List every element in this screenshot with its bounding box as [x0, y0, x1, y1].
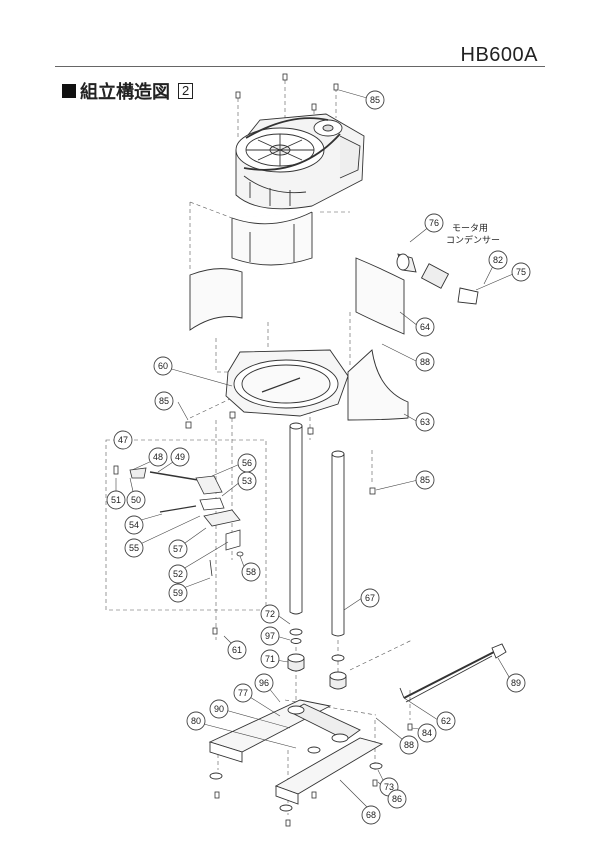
svg-text:85: 85 [159, 396, 169, 406]
callout-53: 53 [237, 471, 257, 491]
callout-85-left: 85 [154, 391, 174, 411]
svg-text:59: 59 [173, 588, 183, 598]
model-number: HB600A [460, 44, 538, 66]
base-plate [225, 349, 349, 417]
svg-text:56: 56 [242, 458, 252, 468]
svg-text:60: 60 [158, 361, 168, 371]
svg-text:89: 89 [511, 678, 521, 688]
screws [185, 73, 413, 827]
callout-84: 84 [417, 723, 437, 743]
svg-text:53: 53 [242, 476, 252, 486]
callout-64: 64 [415, 317, 435, 337]
callout-75: 75 [511, 262, 531, 282]
callout-58: 58 [241, 562, 261, 582]
callout-77: 77 [233, 683, 253, 703]
svg-text:85: 85 [420, 475, 430, 485]
callout-88: 88 [415, 352, 435, 372]
page-title-text: 組立構造図 [80, 82, 170, 102]
svg-text:57: 57 [173, 544, 183, 554]
motor-parts [396, 253, 479, 305]
svg-text:76: 76 [429, 218, 439, 228]
callout-49: 49 [170, 447, 190, 467]
callout-62: 62 [436, 711, 456, 731]
callout-50: 50 [126, 490, 146, 510]
callout-51: 51 [106, 490, 126, 510]
svg-text:86: 86 [392, 794, 402, 804]
callout-56: 56 [237, 453, 257, 473]
svg-text:50: 50 [131, 495, 141, 505]
svg-text:73: 73 [384, 782, 394, 792]
svg-text:55: 55 [129, 543, 139, 553]
columns [287, 422, 347, 690]
svg-text:88: 88 [404, 740, 414, 750]
svg-text:80: 80 [191, 716, 201, 726]
svg-text:97: 97 [265, 631, 275, 641]
svg-text:61: 61 [232, 645, 242, 655]
callout-48: 48 [148, 447, 168, 467]
svg-text:54: 54 [129, 520, 139, 530]
callout-57: 57 [168, 539, 188, 559]
svg-text:88: 88 [420, 357, 430, 367]
svg-text:63: 63 [420, 417, 430, 427]
header-rule [55, 66, 545, 67]
callout-80: 80 [186, 711, 206, 731]
page-title: 組立構造図 2 [62, 78, 194, 104]
callout-61: 61 [227, 640, 247, 660]
callout-59: 59 [168, 583, 188, 603]
callout-60: 60 [153, 356, 173, 376]
callout-52: 52 [168, 564, 188, 584]
svg-text:96: 96 [259, 678, 269, 688]
svg-text:68: 68 [366, 810, 376, 820]
svg-text:72: 72 [265, 609, 275, 619]
callout-76: 76 [424, 213, 444, 233]
svg-text:71: 71 [265, 654, 275, 664]
callout-86: 86 [387, 789, 407, 809]
condenser-note-line2: コンデンサー [446, 234, 500, 246]
callout-68: 68 [361, 805, 381, 825]
callout-85: 85 [365, 90, 385, 110]
svg-text:51: 51 [111, 495, 121, 505]
callout-55: 55 [124, 538, 144, 558]
sheet-number: 2 [178, 83, 194, 99]
svg-text:84: 84 [422, 728, 432, 738]
svg-text:77: 77 [238, 688, 248, 698]
title-square-icon [62, 84, 76, 98]
svg-text:48: 48 [153, 452, 163, 462]
svg-text:67: 67 [365, 593, 375, 603]
svg-text:52: 52 [173, 569, 183, 579]
svg-text:85: 85 [370, 95, 380, 105]
side-panels [189, 257, 409, 421]
condenser-note-line1: モータ用 [452, 223, 488, 234]
svg-text:82: 82 [493, 255, 503, 265]
power-cord [399, 643, 507, 703]
callout-72: 72 [260, 604, 280, 624]
stand-base [208, 699, 384, 812]
svg-text:47: 47 [118, 435, 128, 445]
callout-71: 71 [260, 649, 280, 669]
head-assembly [231, 113, 365, 266]
switch-parts [113, 465, 244, 577]
callouts: 85 76 82 75 64 60 88 85 63 85 47 48 49 5… [106, 90, 531, 825]
callout-63: 63 [415, 412, 435, 432]
callout-47: 47 [113, 430, 133, 450]
svg-text:75: 75 [516, 267, 526, 277]
callout-97: 97 [260, 626, 280, 646]
svg-text:64: 64 [420, 322, 430, 332]
callout-54: 54 [124, 515, 144, 535]
svg-text:62: 62 [441, 716, 451, 726]
svg-text:58: 58 [246, 567, 256, 577]
callout-96: 96 [254, 673, 274, 693]
callout-88-bottom: 88 [399, 735, 419, 755]
callout-67: 67 [360, 588, 380, 608]
callout-82: 82 [488, 250, 508, 270]
svg-text:49: 49 [175, 452, 185, 462]
svg-text:90: 90 [214, 704, 224, 714]
callout-85-mid: 85 [415, 470, 435, 490]
callout-89: 89 [506, 673, 526, 693]
callout-90: 90 [209, 699, 229, 719]
